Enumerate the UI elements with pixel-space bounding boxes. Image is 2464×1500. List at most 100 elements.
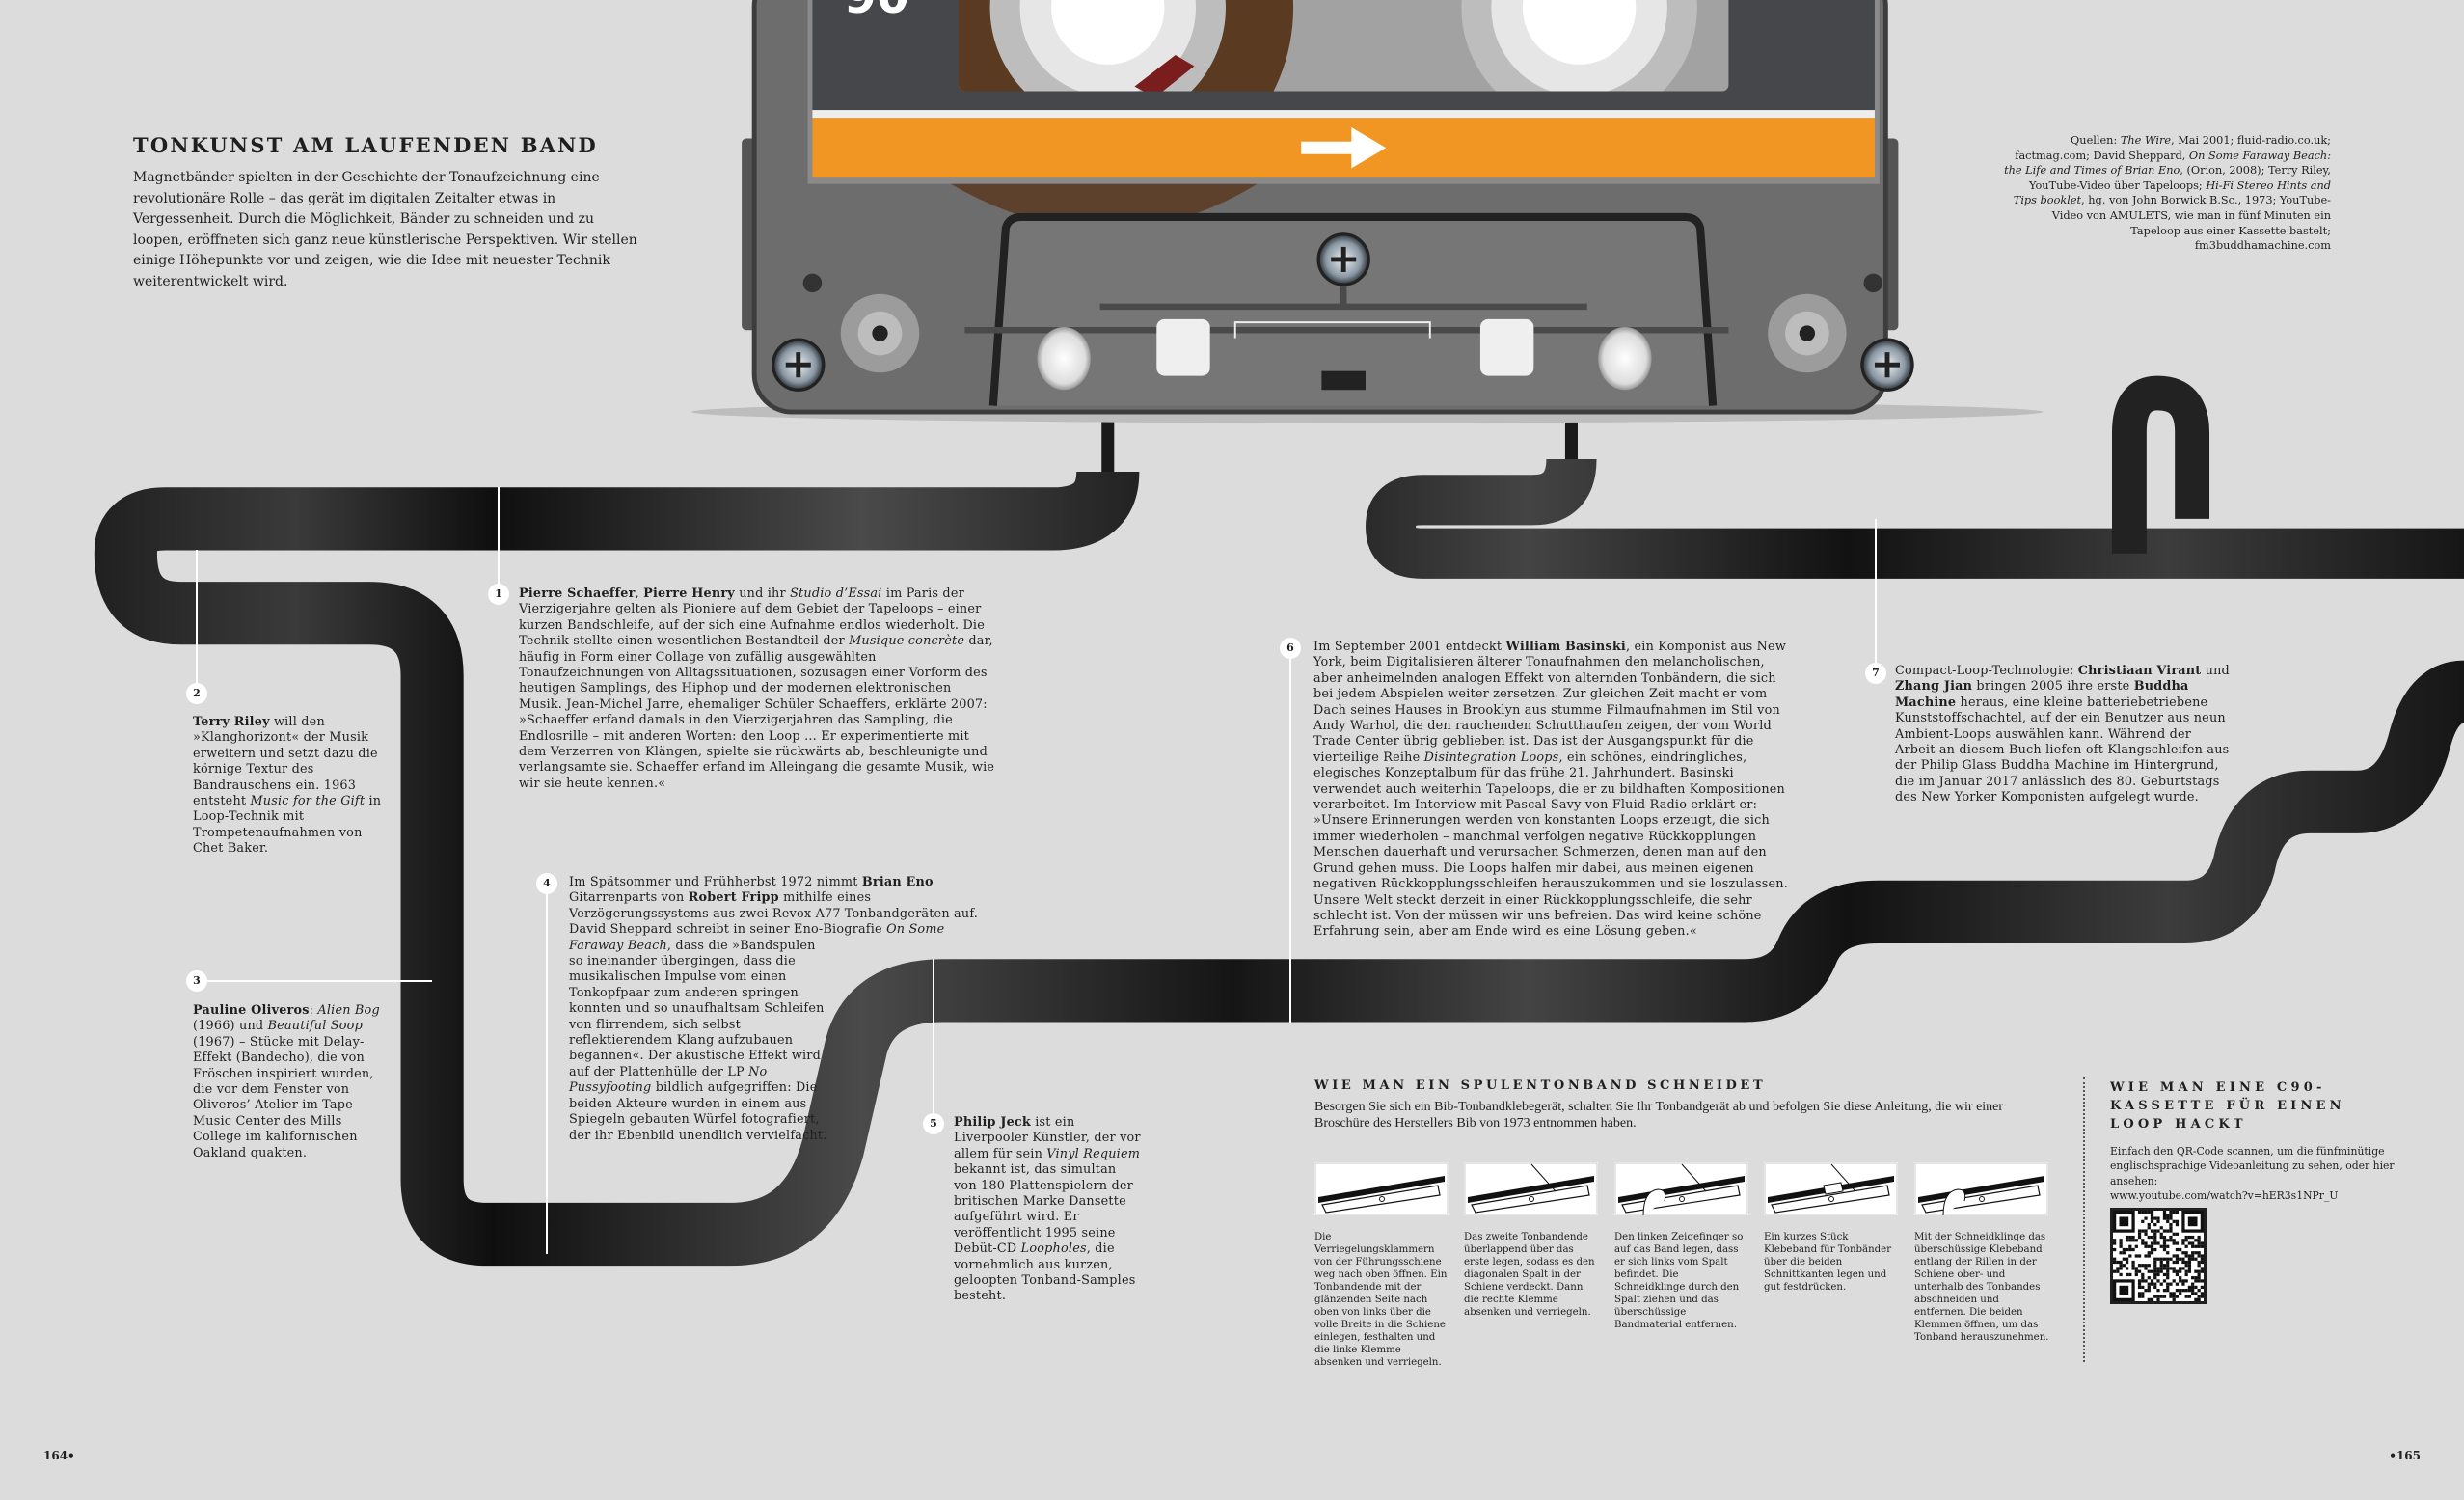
leader-line-5 — [933, 959, 934, 1125]
text-run: heraus, eine kleine batteriebetriebene K… — [1895, 695, 2230, 805]
page-number-left: 164• — [43, 1449, 75, 1462]
timeline-entry-4: Im Spätsommer und Frühherbst 1972 nimmt … — [569, 875, 984, 1247]
text-run: Im September 2001 entdeckt — [1313, 640, 1506, 654]
text-run: , — [635, 586, 644, 601]
italic-title: On Some Faraway Beach — [569, 922, 945, 953]
timeline-entry-7: Compact-Loop-Technologie: Christiaan Vir… — [1895, 664, 2233, 806]
splicer-illustration — [1464, 1162, 1598, 1215]
italic-title: Disintegration Loops — [1423, 750, 1559, 765]
screw-icon — [1316, 232, 1370, 286]
text-run: bildlich aufgegriffen: Die beiden Akteur… — [569, 1080, 827, 1143]
qr-code[interactable] — [2110, 1208, 2207, 1304]
text-run: bringen 2005 ihre erste — [1972, 679, 2134, 695]
text-run: und ihr — [734, 586, 791, 601]
italic-title: Vinyl Requiem — [1046, 1146, 1141, 1161]
bold-name: Terry Riley — [193, 715, 270, 729]
timeline-entry-1: Pierre Schaeffer, Pierre Henry und ihr S… — [519, 586, 996, 792]
text-run: ist ein Liverpooler Künstler, der vor al… — [954, 1115, 1141, 1161]
text-run: Quellen: — [2071, 134, 2121, 147]
text-run: , ein Komponist aus New York, beim Digit… — [1313, 640, 1786, 765]
sources-text: Quellen: The Wire, Mai 2001; fluid-radio… — [2003, 133, 2331, 254]
bold-name: Philip Jeck — [954, 1115, 1031, 1130]
italic-title: The Wire — [2120, 134, 2172, 147]
bold-name: Buddha Machine — [1895, 679, 2189, 710]
timeline-marker-4: 4 — [536, 873, 557, 894]
bold-name: Christiaan Virant — [2077, 664, 2202, 678]
qr-box-description: Einfach den QR-Code scannen, um die fünf… — [2110, 1145, 2395, 1187]
howto-intro: Besorgen Sie sich ein Bib-Tonbandklebege… — [1314, 1100, 2004, 1131]
timeline-entry-2: Terry Riley will den »Klanghorizont« der… — [193, 715, 391, 858]
bold-name: Robert Fripp — [688, 890, 779, 906]
leader-line-1 — [498, 487, 500, 593]
text-run: und — [2201, 664, 2230, 678]
splicer-illustration — [1614, 1162, 1748, 1215]
howto-step-caption: Die Verriegelungsklammern von der Führun… — [1314, 1232, 1448, 1368]
italic-title: Alien Bog — [317, 1003, 380, 1018]
bold-name: Brian Eno — [861, 875, 934, 889]
bold-name: William Basinski — [1505, 640, 1626, 654]
bold-name: Zhang Jian — [1895, 679, 1973, 695]
timeline-marker-3: 3 — [186, 970, 207, 992]
howto-step-caption: Den linken Zeigefinger so auf das Band l… — [1614, 1232, 1744, 1330]
leader-line-6 — [1289, 648, 1291, 1023]
howto-step-caption: Mit der Schneidklinge das überschüssige … — [1914, 1232, 2049, 1343]
text-run: , (Orion, 2008); Terry Riley, YouTube-Vi… — [2029, 164, 2331, 192]
cassette-label-text: 90 — [844, 0, 909, 24]
timeline-marker-5: 5 — [923, 1113, 944, 1134]
text-run: Gitarrenparts von — [569, 890, 689, 906]
leader-line-2 — [196, 550, 198, 695]
italic-title: Hi-Fi Stereo Hints and Tips booklet — [2013, 178, 2331, 207]
screw-icon — [1860, 338, 1914, 392]
italic-title: Studio d’Essai — [790, 586, 882, 601]
timeline-marker-1: 1 — [488, 584, 509, 605]
timeline-entry-6: Im September 2001 entdeckt William Basin… — [1313, 640, 1791, 941]
italic-title: Music for the Gift — [250, 794, 366, 809]
page-number-right: •165 — [2389, 1449, 2421, 1462]
italic-title: No Pussyfooting — [569, 1064, 768, 1096]
timeline-entry-4-text: Im Spätsommer und Frühherbst 1972 nimmt … — [569, 875, 978, 1143]
bold-name: Pierre Schaeffer — [519, 586, 636, 601]
text-run: , dass die »Bandspulen so ineinander übe… — [569, 938, 825, 1079]
howto-step-2: Das zweite Tonbandende überlappend über … — [1464, 1162, 1599, 1319]
leader-line-7 — [1875, 519, 1877, 673]
howto-step-4: Ein kurzes Stück Klebeband für Tonbänder… — [1764, 1162, 1899, 1294]
howto-step-1: Die Verriegelungsklammern von der Führun… — [1314, 1162, 1449, 1369]
video-link[interactable]: www.youtube.com/watch?v=hER3s1NPr_U — [2110, 1189, 2339, 1203]
bold-name: Pauline Oliveros — [193, 1003, 310, 1018]
text-run: dar, häufig in Form einer Collage von zu… — [519, 634, 995, 791]
leader-line-4 — [546, 884, 548, 1254]
splicer-illustration — [1914, 1162, 2048, 1215]
timeline-marker-2: 2 — [186, 683, 207, 704]
tape-ribbon — [94, 375, 2464, 1267]
text-run: : — [309, 1003, 318, 1018]
text-run: , ein schönes, eindringliches, elegische… — [1313, 750, 1789, 940]
text-run: Im Spätsommer und Frühherbst 1972 nimmt — [569, 875, 862, 889]
howto-step-caption: Das zweite Tonbandende überlappend über … — [1464, 1232, 1595, 1318]
italic-title: Loopholes — [1020, 1241, 1087, 1257]
text-run: Compact-Loop-Technologie: — [1895, 664, 2078, 678]
italic-title: Musique concrète — [849, 634, 965, 649]
splicer-illustration — [1314, 1162, 1449, 1215]
text-run: (1966) und — [193, 1019, 268, 1034]
text-run: , Mai 2001; fluid-radio.co.uk; factmag.c… — [2015, 134, 2331, 162]
text-run: bekannt ist, das simultan von 180 Platte… — [954, 1162, 1133, 1257]
qr-box-text: Einfach den QR-Code scannen, um die fünf… — [2110, 1144, 2399, 1204]
howto-step-5: Mit der Schneidklinge das überschüssige … — [1914, 1162, 2049, 1344]
howto-title: WIE MAN EIN SPULENTONBAND SCHNEIDET — [1314, 1078, 1767, 1093]
italic-title: Beautiful Soop — [267, 1019, 363, 1034]
timeline-marker-7: 7 — [1865, 663, 1886, 684]
page-title: TONKUNST AM LAUFENDEN BAND — [133, 133, 598, 157]
timeline-entry-5: Philip Jeck ist ein Liverpooler Künstler… — [954, 1115, 1142, 1305]
howto-step-3: Den linken Zeigefinger so auf das Band l… — [1614, 1162, 1749, 1331]
qr-box-title: WIE MAN EINE C90-KASSETTE FÜR EINEN LOOP… — [2110, 1080, 2345, 1132]
text-run: mithilfe eines Verzögerungssystems aus z… — [569, 890, 979, 938]
intro-text: Magnetbänder spielten in der Geschichte … — [133, 170, 637, 289]
text-run: , hg. von John Borwick B.Sc., 1973; YouT… — [2051, 194, 2331, 253]
cassette: 90 — [690, 0, 2044, 423]
text-run: will den »Klanghorizont« der Musik erwei… — [193, 715, 378, 809]
dotted-divider — [2083, 1077, 2085, 1362]
bold-name: Pierre Henry — [643, 586, 735, 601]
splicer-illustration — [1764, 1162, 1898, 1215]
text-run: (1967) – Stücke mit Delay-Effekt (Bandec… — [193, 1034, 374, 1160]
